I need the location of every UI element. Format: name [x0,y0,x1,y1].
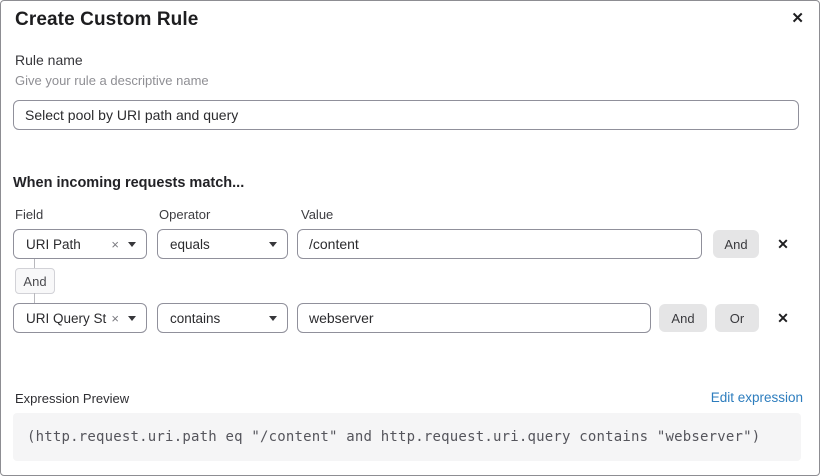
clear-selection-icon[interactable]: × [111,310,119,326]
and-button[interactable]: And [713,230,759,258]
operator-column-label: Operator [159,207,211,222]
field-select-value: URI Query St... [26,310,107,326]
dialog-title: Create Custom Rule [15,9,199,30]
expression-preview-label: Expression Preview [15,391,130,406]
chevron-down-icon [128,315,136,321]
value-input[interactable] [297,303,651,333]
connector-line [34,293,35,304]
expression-preview-code: (http.request.uri.path eq "/content" and… [27,429,761,445]
value-input[interactable] [297,229,702,259]
close-icon[interactable]: ✕ [791,10,804,27]
operator-select-value: equals [170,236,210,252]
operator-select[interactable]: contains [157,303,288,333]
delete-condition-icon[interactable]: ✕ [772,231,794,257]
rule-name-input[interactable] [13,100,799,130]
match-heading: When incoming requests match... [13,175,245,191]
edit-expression-link[interactable]: Edit expression [710,390,803,405]
chevron-down-icon [269,315,277,321]
field-select[interactable]: URI Query St... × [13,303,147,333]
connector-line [34,259,35,269]
field-select-value: URI Path [26,236,81,252]
field-column-label: Field [15,207,44,222]
value-column-label: Value [301,207,334,222]
chevron-down-icon [269,241,277,247]
delete-condition-icon[interactable]: ✕ [772,305,794,331]
field-select[interactable]: URI Path × [13,229,147,259]
and-connector-badge: And [15,268,55,294]
and-button[interactable]: And [659,304,707,332]
rule-name-label: Rule name [15,52,83,68]
rule-name-helper: Give your rule a descriptive name [15,73,209,88]
clear-selection-icon[interactable]: × [111,236,119,252]
operator-select[interactable]: equals [157,229,288,259]
operator-select-value: contains [170,310,221,326]
chevron-down-icon [128,241,136,247]
or-button[interactable]: Or [715,304,759,332]
expression-preview-block: (http.request.uri.path eq "/content" and… [13,413,801,461]
